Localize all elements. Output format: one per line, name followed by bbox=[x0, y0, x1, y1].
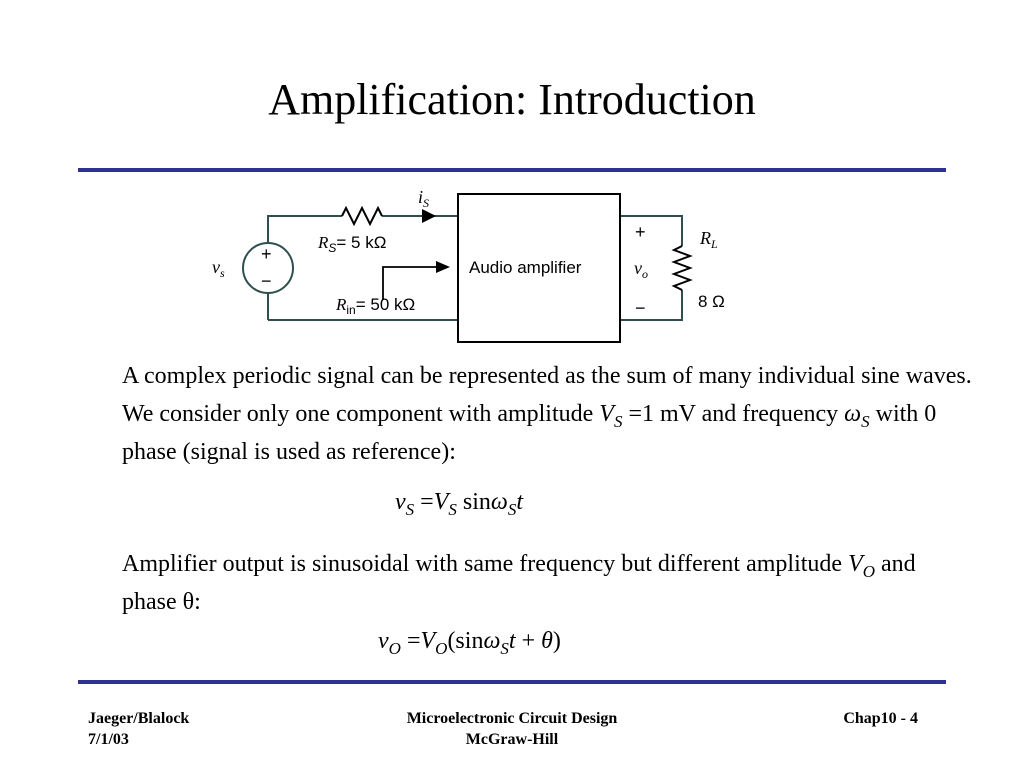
current-arrow bbox=[422, 209, 436, 223]
slide-title: Amplification: Introduction bbox=[268, 75, 756, 124]
footer-center: Microelectronic Circuit Design McGraw-Hi… bbox=[312, 708, 712, 750]
output-plus-sign: + bbox=[635, 222, 646, 242]
footer-page-number: Chap10 - 4 bbox=[843, 710, 918, 727]
source-minus-sign: − bbox=[261, 271, 272, 291]
source-voltage-label: vs bbox=[212, 257, 225, 280]
footer-authors: Jaeger/Blalock bbox=[88, 710, 190, 727]
circuit-wires bbox=[267, 215, 683, 321]
amplifier-circuit-diagram: iS RS= 5 kΩ Rin= 50 kΩ vs + − Audio ampl… bbox=[212, 187, 725, 343]
footer-divider bbox=[78, 680, 946, 684]
paragraph-amplifier-output: Amplifier output is sinusoidal with same… bbox=[122, 551, 916, 615]
current-label: iS bbox=[418, 187, 429, 210]
source-resistance-label: RS= 5 kΩ bbox=[317, 233, 386, 255]
source-resistor bbox=[341, 205, 383, 227]
paragraph-sine-component: A complex periodic signal can be represe… bbox=[122, 363, 972, 465]
footer-book: Microelectronic Circuit Design bbox=[406, 710, 618, 727]
output-voltage-equation: vO =VO(sinωSt + θ) bbox=[378, 628, 561, 658]
output-minus-sign: − bbox=[635, 298, 646, 318]
footer-publisher: McGraw-Hill bbox=[465, 731, 559, 748]
load-resistor bbox=[671, 245, 693, 291]
source-plus-sign: + bbox=[261, 244, 272, 264]
input-resistance-arrow bbox=[382, 266, 436, 300]
footer-left: Jaeger/Blalock 7/1/03 bbox=[88, 708, 189, 750]
footer-date: 7/1/03 bbox=[88, 731, 129, 748]
load-resistance-value: 8 Ω bbox=[698, 292, 725, 311]
input-resistance-label: Rin= 50 kΩ bbox=[335, 295, 415, 317]
load-resistance-label: RL bbox=[699, 228, 718, 251]
output-voltage-label: vo bbox=[634, 258, 648, 281]
amplifier-label: Audio amplifier bbox=[469, 258, 582, 277]
voltage-source bbox=[242, 242, 294, 294]
source-voltage-equation: vS =VS sinωSt bbox=[395, 489, 524, 519]
title-divider bbox=[78, 168, 946, 172]
audio-amplifier-block bbox=[457, 193, 621, 343]
